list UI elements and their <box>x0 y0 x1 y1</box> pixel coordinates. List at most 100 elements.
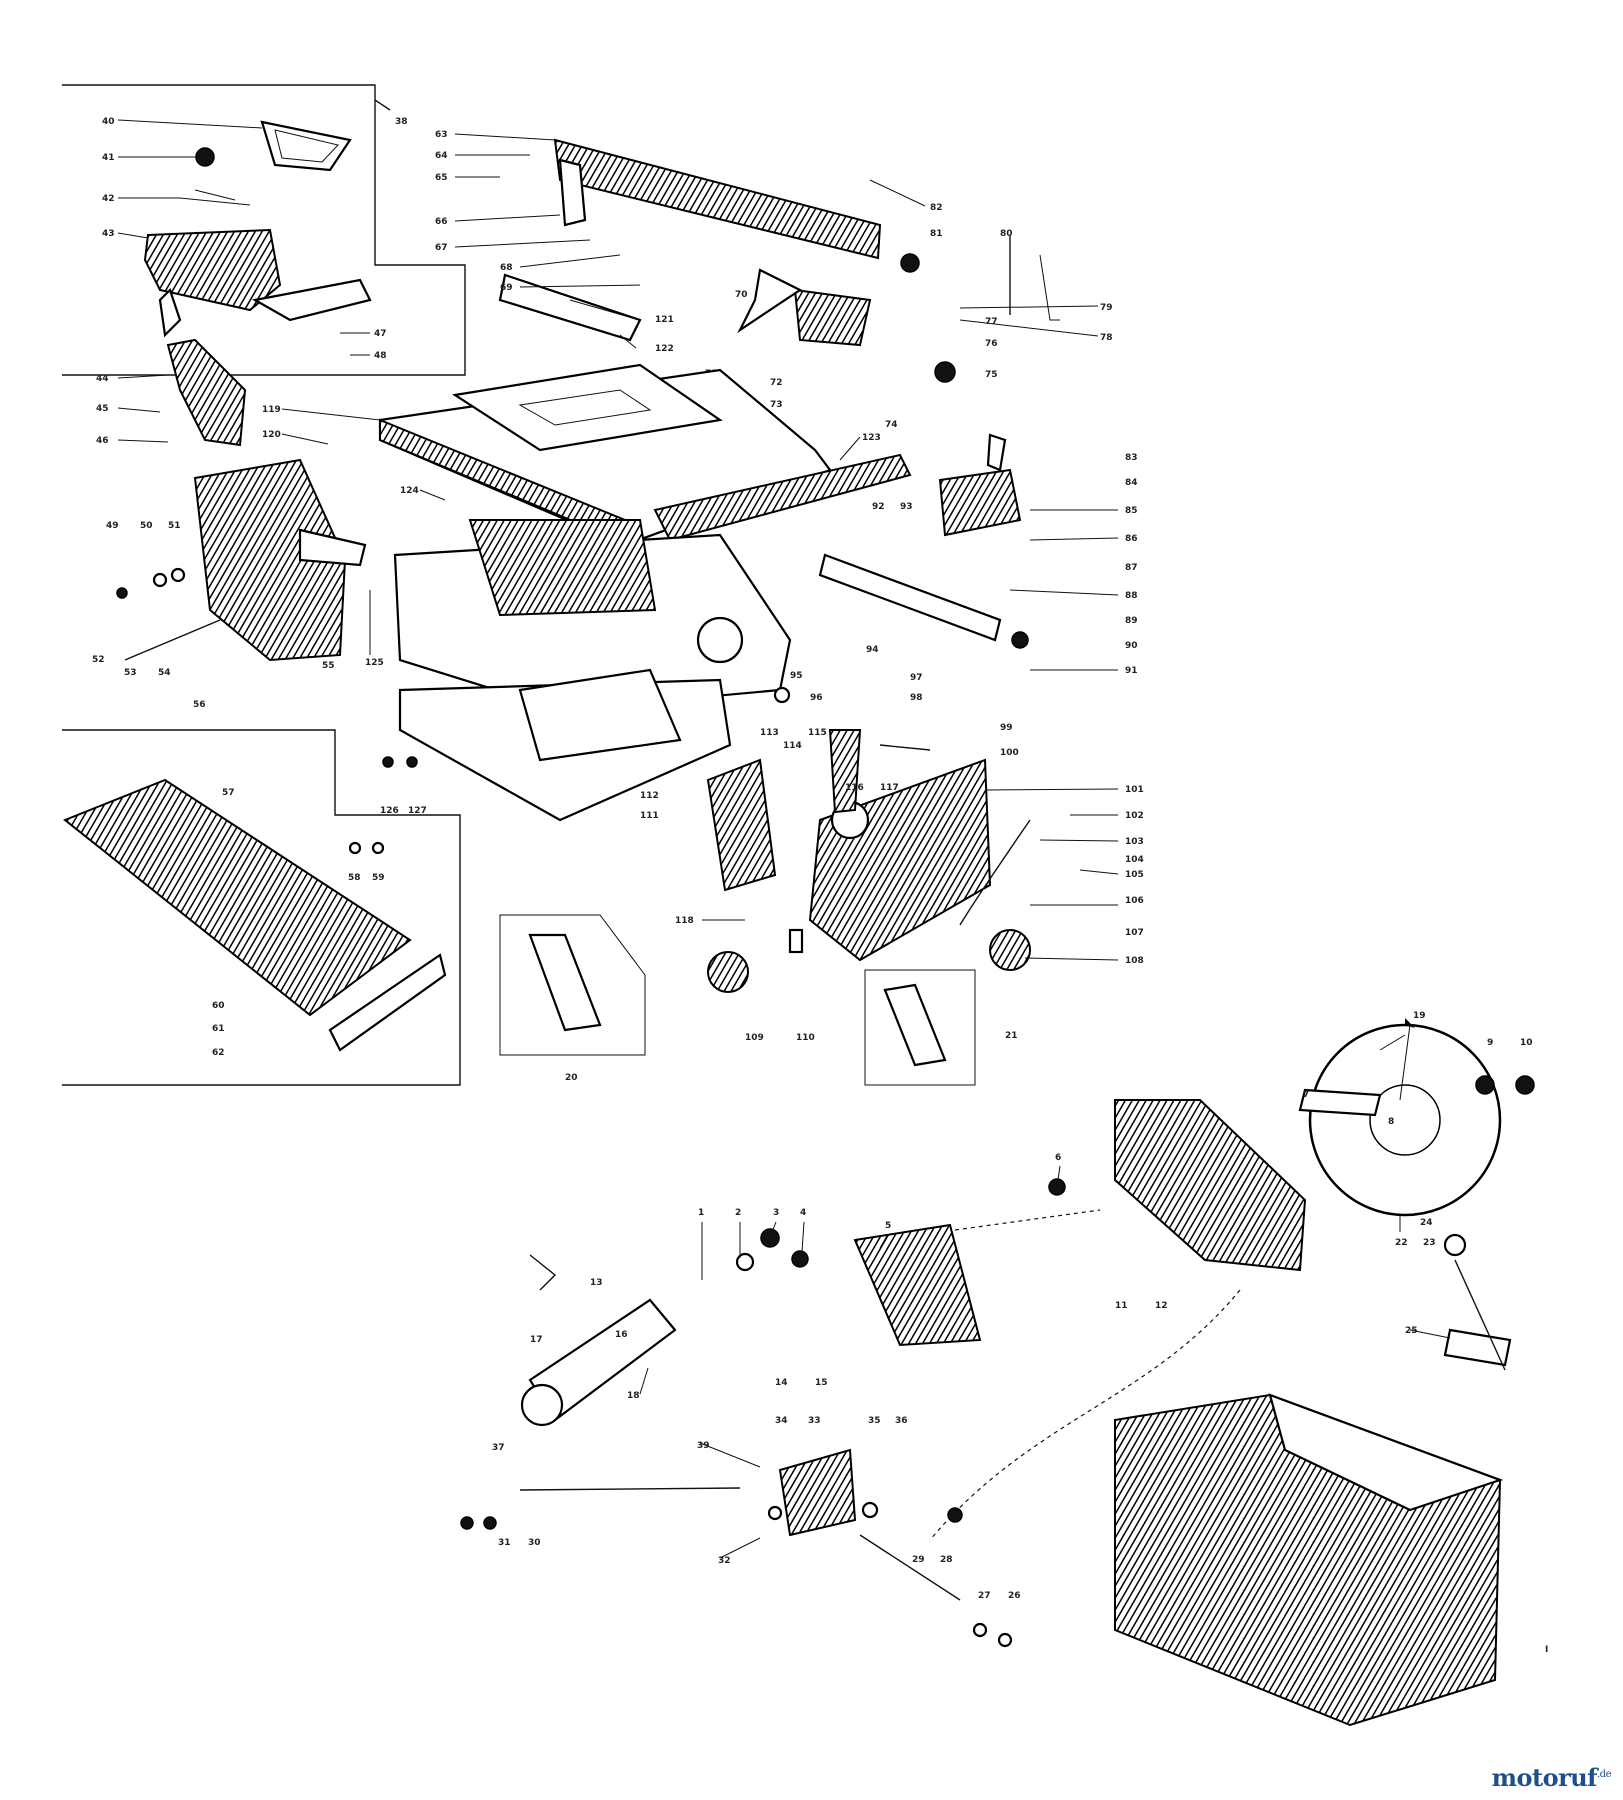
callout-80: 80 <box>1000 229 1013 239</box>
callout-16: 16 <box>615 1330 628 1340</box>
watermark-logo: motoruf.de <box>1492 1763 1612 1792</box>
extension-rail <box>653 453 912 542</box>
callout-24: 24 <box>1420 1218 1433 1228</box>
callout-8: 8 <box>1388 1117 1394 1127</box>
callout-99: 99 <box>1000 723 1013 733</box>
callout-57: 57 <box>222 788 235 798</box>
callout-120: 120 <box>262 430 281 440</box>
callout-17: 17 <box>530 1335 543 1345</box>
callout-63: 63 <box>435 130 448 140</box>
callout-101: 101 <box>1125 785 1144 795</box>
callout-20: 20 <box>565 1073 578 1083</box>
callout-62: 62 <box>212 1048 225 1058</box>
callout-124: 124 <box>400 486 419 496</box>
callout-108: 108 <box>1125 956 1144 966</box>
callout-42: 42 <box>102 194 115 204</box>
callout-125: 125 <box>365 658 384 668</box>
callout-39: 39 <box>697 1441 710 1451</box>
callout-118: 118 <box>675 916 694 926</box>
callout-1: 1 <box>698 1208 704 1218</box>
callout-119: 119 <box>262 405 281 415</box>
callout-77: 77 <box>985 317 998 327</box>
callout-66: 66 <box>435 217 448 227</box>
side-panel-group: 49 50 51 52 53 54 55 <box>92 458 367 678</box>
callout-88: 88 <box>1125 591 1138 601</box>
callout-94: 94 <box>866 645 879 655</box>
leaders-fence <box>454 133 1099 337</box>
callout-126: 126 <box>380 806 399 816</box>
callout-27: 27 <box>978 1591 991 1601</box>
table-and-cabinet: 119 120 121 122 123 124 125 <box>262 299 912 822</box>
callout-59: 59 <box>372 873 385 883</box>
drawer-tray <box>63 778 412 1017</box>
callout-49: 49 <box>106 521 119 531</box>
callout-26: 26 <box>1008 1591 1021 1601</box>
callout-38: 38 <box>395 117 408 127</box>
watermark-tld: .de <box>1597 1769 1612 1780</box>
callout-95: 95 <box>790 671 803 681</box>
callout-67: 67 <box>435 243 448 253</box>
blade-guard-group: 38 40 41 42 43 44 45 46 4 <box>62 84 466 447</box>
callout-18: 18 <box>627 1391 640 1401</box>
miter-gauge-body <box>938 468 1022 537</box>
callout-87: 87 <box>1125 563 1138 573</box>
callout-25: 25 <box>1405 1326 1418 1336</box>
callout-52: 52 <box>92 655 105 665</box>
callout-4: 4 <box>800 1208 806 1218</box>
leaders-motor <box>639 1024 1451 1559</box>
callout-21: 21 <box>1005 1031 1018 1041</box>
miter-bar <box>818 553 1002 642</box>
callout-70: 70 <box>735 290 748 300</box>
callout-53: 53 <box>124 668 137 678</box>
crank-group: 95 96 97 98 99 100 101 102 103 104 105 1… <box>499 671 1144 1086</box>
callout-28: 28 <box>940 1555 953 1565</box>
callout-46: 46 <box>96 436 109 446</box>
callout-116: 116 <box>845 783 864 793</box>
callout-76: 76 <box>985 339 998 349</box>
callout-123: 123 <box>862 433 881 443</box>
callout-58: 58 <box>348 873 361 883</box>
callout-35: 35 <box>868 1416 881 1426</box>
callout-19: 19 <box>1413 1011 1426 1021</box>
callout-2: 2 <box>735 1208 741 1218</box>
callout-112: 112 <box>640 791 659 801</box>
callout-127: 127 <box>408 806 427 816</box>
callout-92: 92 <box>872 502 885 512</box>
callout-107: 107 <box>1125 928 1144 938</box>
callout-96: 96 <box>810 693 823 703</box>
callout-43: 43 <box>102 229 115 239</box>
callout-9: 9 <box>1487 1038 1493 1048</box>
motor-carriage <box>1114 1099 1307 1272</box>
callout-68: 68 <box>500 263 513 273</box>
callout-90: 90 <box>1125 641 1138 651</box>
callout-91: 91 <box>1125 666 1138 676</box>
callout-106: 106 <box>1125 896 1144 906</box>
callout-6: 6 <box>1055 1153 1061 1163</box>
leaders-miter <box>1009 509 1119 671</box>
callout-105: 105 <box>1125 870 1144 880</box>
callout-50: 50 <box>140 521 153 531</box>
callout-56: 56 <box>193 700 206 710</box>
callout-109: 109 <box>745 1033 764 1043</box>
drawer-group: 56 57 58 59 60 61 62 126 127 <box>62 700 461 1086</box>
callout-82: 82 <box>930 203 943 213</box>
callout-84: 84 <box>1125 478 1138 488</box>
callout-117: 117 <box>880 783 899 793</box>
callout-89: 89 <box>1125 616 1138 626</box>
callout-81: 81 <box>930 229 943 239</box>
callout-110: 110 <box>796 1033 815 1043</box>
callout-55: 55 <box>322 661 335 671</box>
callout-72: 72 <box>770 378 783 388</box>
callout-98: 98 <box>910 693 923 703</box>
callout-41: 41 <box>102 153 115 163</box>
callout-104: 104 <box>1125 855 1144 865</box>
callout-54: 54 <box>158 668 171 678</box>
callout-23: 23 <box>1423 1238 1436 1248</box>
callout-29: 29 <box>912 1555 925 1565</box>
callout-61: 61 <box>212 1024 225 1034</box>
saw-blade <box>1308 1018 1502 1217</box>
callout-33: 33 <box>808 1416 821 1426</box>
callout-115: 115 <box>808 728 827 738</box>
callout-48: 48 <box>374 351 387 361</box>
